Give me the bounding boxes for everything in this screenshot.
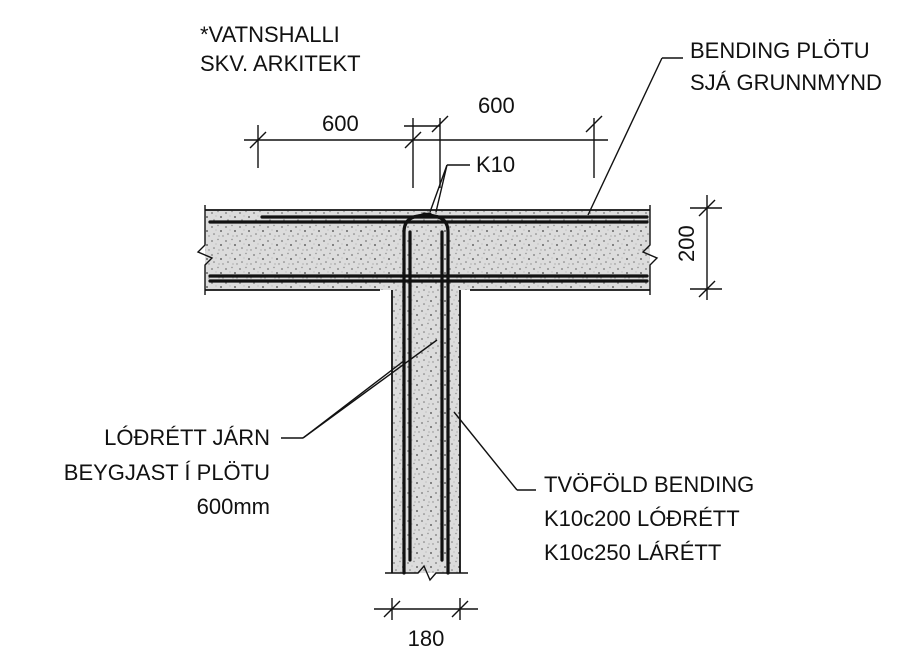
slab-rebar-note-line2: SJÁ GRUNNMYND <box>690 70 882 95</box>
right-anchorage-label: 600 <box>478 93 515 118</box>
wall-rebar <box>402 212 450 575</box>
left-anchorage-label: 600 <box>322 111 359 136</box>
vertical-bars-note-line1: LÓÐRÉTT JÁRN <box>104 425 270 450</box>
waterproofing-note-line1: *VATNSHALLI <box>200 22 340 47</box>
anchorage-dimension <box>244 115 608 188</box>
vertical-bars-note-line3: 600mm <box>197 494 270 519</box>
wall-rebar-note-line3: K10c250 LÁRÉTT <box>544 540 721 565</box>
wall-rebar-note-line1: TVÖFÖLD BENDING <box>544 472 754 497</box>
wall-rebar-note-line2: K10c200 LÓÐRÉTT <box>544 506 740 531</box>
bar-label: K10 <box>476 152 515 177</box>
wall <box>385 288 468 582</box>
wall-thickness-dimension <box>374 598 478 620</box>
leader-lines <box>281 57 683 491</box>
slab-thickness-dimension <box>690 195 722 300</box>
waterproofing-note-line2: SKV. ARKITEKT <box>200 51 361 76</box>
slab-rebar <box>208 215 649 283</box>
slab-thickness-label: 200 <box>674 225 699 262</box>
slab-rebar-note-line1: BENDING PLÖTU <box>690 38 870 63</box>
vertical-bars-note-line2: BEYGJAST Í PLÖTU <box>64 460 270 485</box>
wall-thickness-label: 180 <box>408 626 445 651</box>
